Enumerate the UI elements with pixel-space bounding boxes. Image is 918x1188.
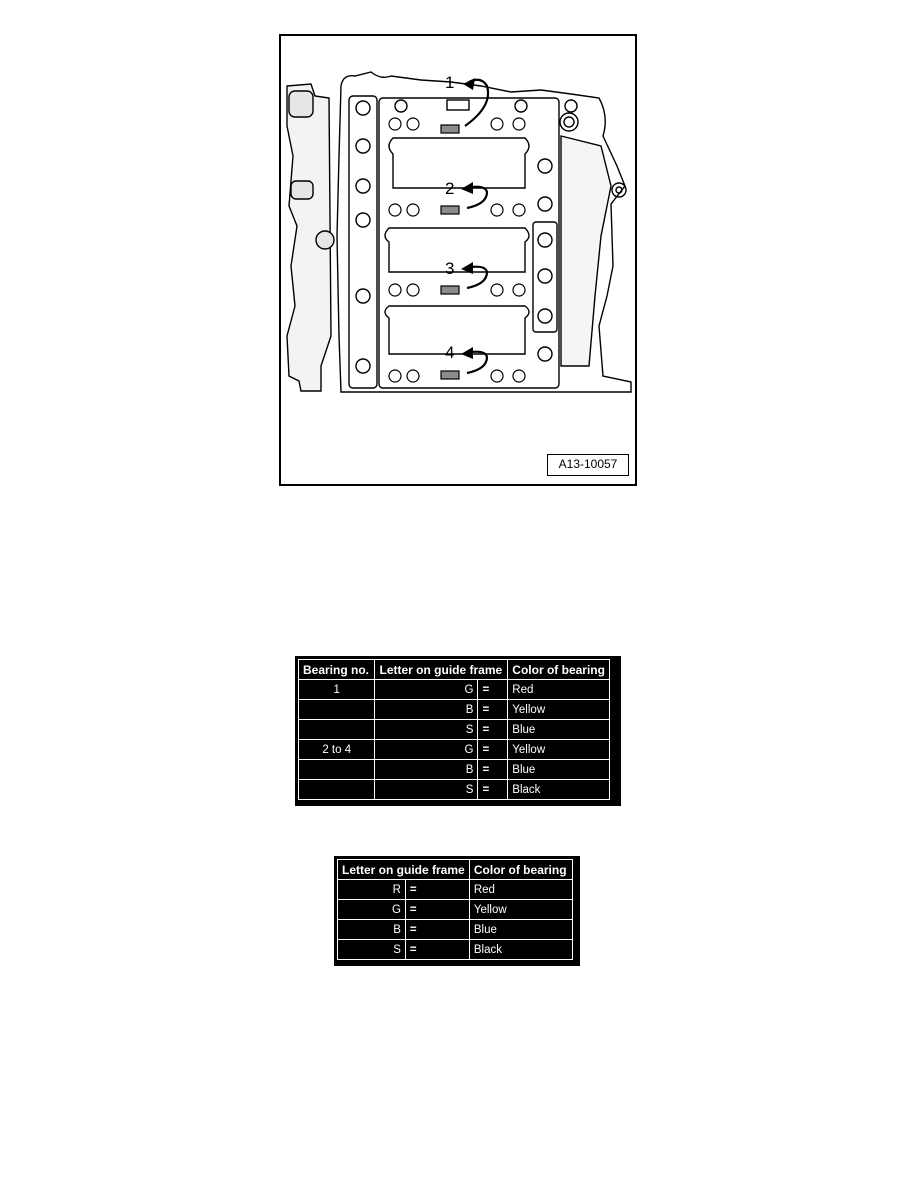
color-cell: Red — [468, 879, 574, 900]
equals-cell: = — [404, 919, 470, 940]
color-cell: Blue — [507, 719, 610, 740]
equals-cell: = — [477, 699, 509, 720]
bearing-cell — [297, 779, 376, 800]
header-letter: Letter on guide frame — [374, 659, 509, 680]
engine-block-figure: 1 2 3 4 A13-10057 — [279, 34, 637, 486]
header-color: Color of bearing — [507, 659, 610, 680]
letter-cell: S — [374, 779, 479, 800]
bearing-table: Bearing no. Letter on guide frame Color … — [295, 656, 621, 806]
table-row: S = Blue — [297, 719, 610, 740]
callout-3: 3 — [445, 259, 454, 278]
bearing-cell: 1 — [297, 679, 376, 700]
table-row: B = Blue — [337, 919, 574, 940]
letter-cell: G — [374, 739, 479, 760]
bearing-cell — [297, 759, 376, 780]
header-letter: Letter on guide frame — [337, 859, 470, 880]
table-row: 1 G = Red — [297, 679, 610, 700]
bearing-cell — [297, 719, 376, 740]
table-row: 2 to 4 G = Yellow — [297, 739, 610, 760]
color-cell: Yellow — [468, 899, 574, 920]
guide-frame-table: Letter on guide frame Color of bearing R… — [334, 856, 580, 966]
header-color: Color of bearing — [468, 859, 574, 880]
header-bearing-no: Bearing no. — [297, 659, 376, 680]
color-cell: Red — [507, 679, 610, 700]
bearing-frame-drawing: 1 2 3 4 — [286, 71, 632, 393]
equals-cell: = — [404, 939, 470, 960]
table-row: B = Blue — [297, 759, 610, 780]
letter-cell: B — [374, 699, 479, 720]
letter-cell: R — [337, 879, 406, 900]
figure-label: A13-10057 — [547, 454, 629, 476]
equals-cell: = — [477, 739, 509, 760]
equals-cell: = — [404, 899, 470, 920]
table-header-row: Bearing no. Letter on guide frame Color … — [297, 659, 610, 680]
equals-cell: = — [477, 719, 509, 740]
letter-cell: G — [374, 679, 479, 700]
equals-cell: = — [404, 879, 470, 900]
letter-cell: S — [374, 719, 479, 740]
equals-cell: = — [477, 679, 509, 700]
letter-cell: B — [374, 759, 479, 780]
bearing-cell: 2 to 4 — [297, 739, 376, 760]
equals-cell: = — [477, 779, 509, 800]
color-cell: Yellow — [507, 699, 610, 720]
letter-cell: S — [337, 939, 406, 960]
equals-cell: = — [477, 759, 509, 780]
color-cell: Black — [507, 779, 610, 800]
callout-1: 1 — [445, 73, 454, 92]
color-cell: Blue — [468, 919, 574, 940]
table-row: G = Yellow — [337, 899, 574, 920]
color-cell: Blue — [507, 759, 610, 780]
letter-cell: B — [337, 919, 406, 940]
color-cell: Yellow — [507, 739, 610, 760]
table-header-row: Letter on guide frame Color of bearing — [337, 859, 574, 880]
table-row: S = Black — [337, 939, 574, 960]
letter-cell: G — [337, 899, 406, 920]
bearing-cell — [297, 699, 376, 720]
color-cell: Black — [468, 939, 574, 960]
table-row: B = Yellow — [297, 699, 610, 720]
table-row: S = Black — [297, 779, 610, 800]
callout-2: 2 — [445, 179, 454, 198]
callout-4: 4 — [445, 343, 454, 362]
table-row: R = Red — [337, 879, 574, 900]
